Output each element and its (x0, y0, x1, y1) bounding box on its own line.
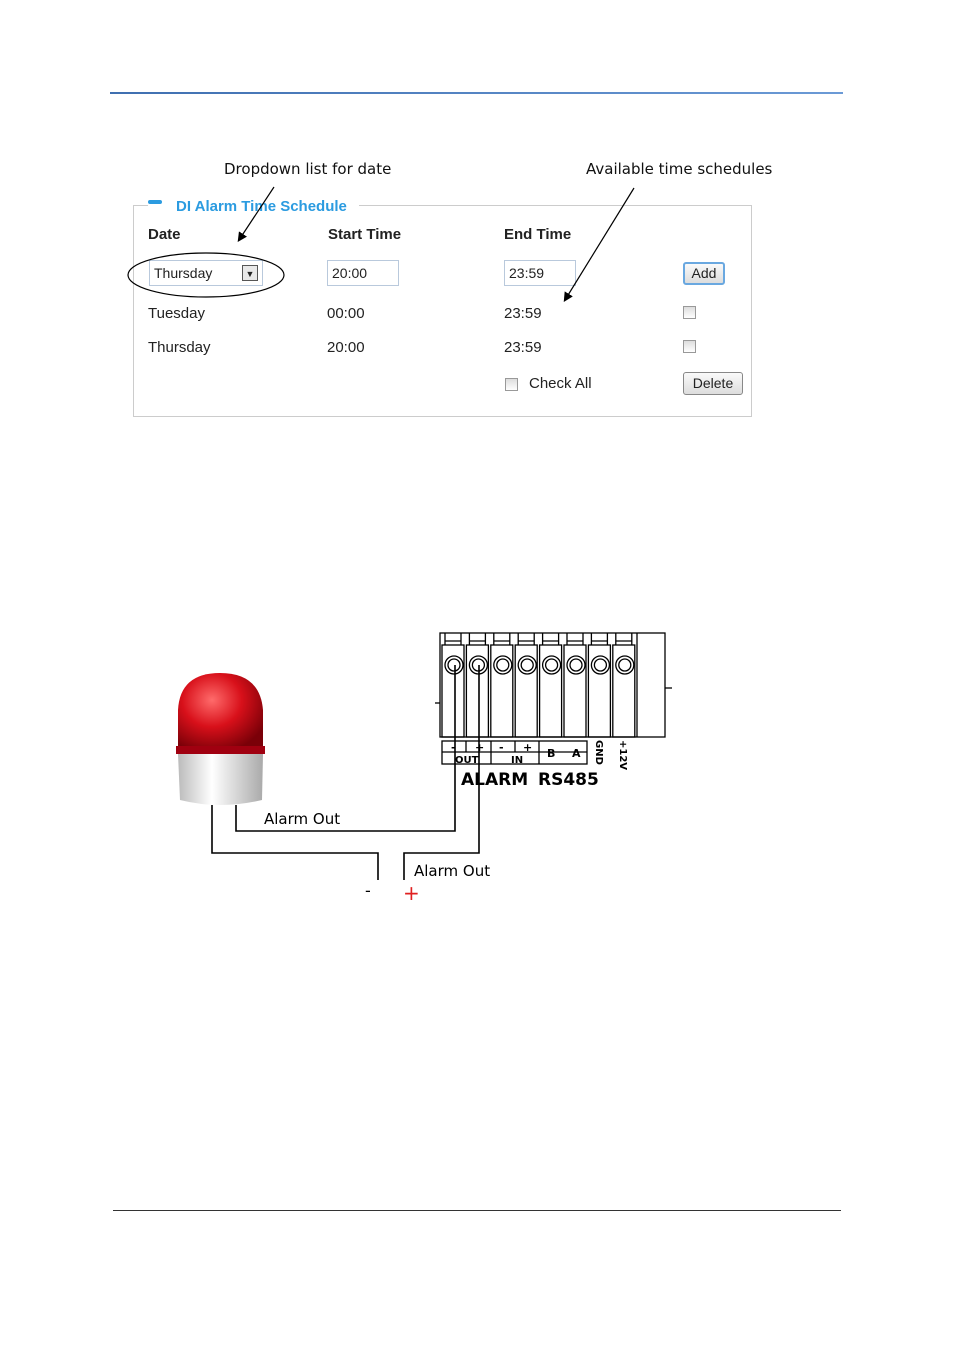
header-start-time: Start Time (328, 226, 402, 243)
terminal-screw-icon (541, 655, 562, 675)
terminal-clip (566, 633, 584, 645)
minus-sign: - (365, 881, 371, 900)
alarm-out-label-2: Alarm Out (414, 862, 490, 880)
terminal-screw-icon (566, 655, 586, 675)
header-rule (110, 92, 843, 94)
terminal-slot (441, 644, 465, 738)
terminal-screw-icon (520, 658, 534, 672)
wires (211, 665, 480, 880)
arrow-schedules (563, 187, 635, 303)
annotation-dropdown: Dropdown list for date (224, 160, 392, 178)
terminal-screw-icon (517, 655, 537, 675)
label-out: OUT (455, 755, 479, 766)
wire-out-plus (403, 665, 480, 880)
terminal-clip (468, 633, 487, 645)
terminal-slot (490, 644, 514, 738)
collapse-icon[interactable] (148, 200, 162, 205)
terminal-clip (517, 633, 535, 645)
label-in-minus: - (499, 741, 504, 754)
dropdown-highlight-ellipse (127, 252, 285, 298)
label-12v: +12V (617, 740, 628, 770)
header-end-time: End Time (504, 226, 572, 243)
terminal-screw-icon (615, 655, 635, 675)
add-button[interactable]: Add (683, 262, 725, 285)
schedule-panel (133, 205, 752, 417)
plus-sign: + (403, 881, 420, 905)
row-1-checkbox[interactable] (683, 306, 696, 319)
label-b: B (547, 747, 555, 760)
delete-button[interactable]: Delete (683, 372, 743, 395)
alarm-light-image (176, 673, 265, 805)
terminal-screw-icon (493, 655, 513, 675)
label-in-plus: + (523, 741, 532, 754)
terminal-slot (465, 644, 490, 738)
label-out-minus: - (451, 741, 456, 754)
terminal-screw-icon (618, 658, 632, 672)
footer-rule (113, 1210, 841, 1211)
end-time-input[interactable]: 23:59 (504, 260, 576, 286)
row-2-checkbox[interactable] (683, 340, 696, 353)
terminal-screw-icon (444, 655, 464, 675)
terminal-clip (590, 633, 609, 645)
row-2-date: Thursday (148, 339, 211, 356)
arrow-dropdown (237, 186, 275, 243)
terminal-slot (587, 644, 612, 738)
start-time-input[interactable]: 20:00 (327, 260, 399, 286)
terminal-screw-icon (544, 658, 559, 672)
terminal-slot (612, 644, 636, 738)
row-2-end: 23:59 (504, 339, 542, 356)
label-gnd: GND (593, 740, 604, 765)
label-alarm: ALARM (461, 770, 528, 790)
check-all-label: Check All (529, 375, 592, 392)
terminal-screw-icon (496, 658, 510, 672)
terminal-screw-icon (569, 658, 583, 672)
terminal-slot (538, 644, 563, 738)
terminal-screw-icon (447, 658, 461, 672)
terminal-screw-icon (593, 658, 608, 672)
terminal-slot (514, 644, 538, 738)
label-in: IN (511, 755, 523, 766)
wire-out-minus (235, 665, 456, 832)
row-2-start: 20:00 (327, 339, 365, 356)
row-1-date: Tuesday (148, 305, 205, 322)
row-1-start: 00:00 (327, 305, 365, 322)
terminal-clip (615, 633, 633, 645)
chevron-down-icon[interactable]: ▼ (242, 265, 258, 281)
terminal-screw-icon (590, 655, 611, 675)
date-select[interactable]: Thursday ▼ (149, 260, 263, 286)
terminal-clip (541, 633, 560, 645)
label-rs485: RS485 (538, 770, 599, 790)
annotation-schedules: Available time schedules (586, 160, 773, 178)
label-a: A (572, 747, 581, 760)
row-1-end: 23:59 (504, 305, 542, 322)
terminal-slot (563, 644, 587, 738)
header-date: Date (148, 226, 181, 243)
check-all-checkbox[interactable] (505, 378, 518, 391)
wire-light-return (211, 805, 379, 880)
terminal-block (435, 632, 672, 765)
alarm-out-label-1: Alarm Out (264, 810, 340, 828)
wiring-diagram: - + - + B A OUT IN GND +12V ALARM RS485 … (176, 632, 672, 905)
date-select-value: Thursday (154, 265, 213, 281)
terminal-clip (493, 633, 511, 645)
terminal-clip (444, 633, 462, 645)
